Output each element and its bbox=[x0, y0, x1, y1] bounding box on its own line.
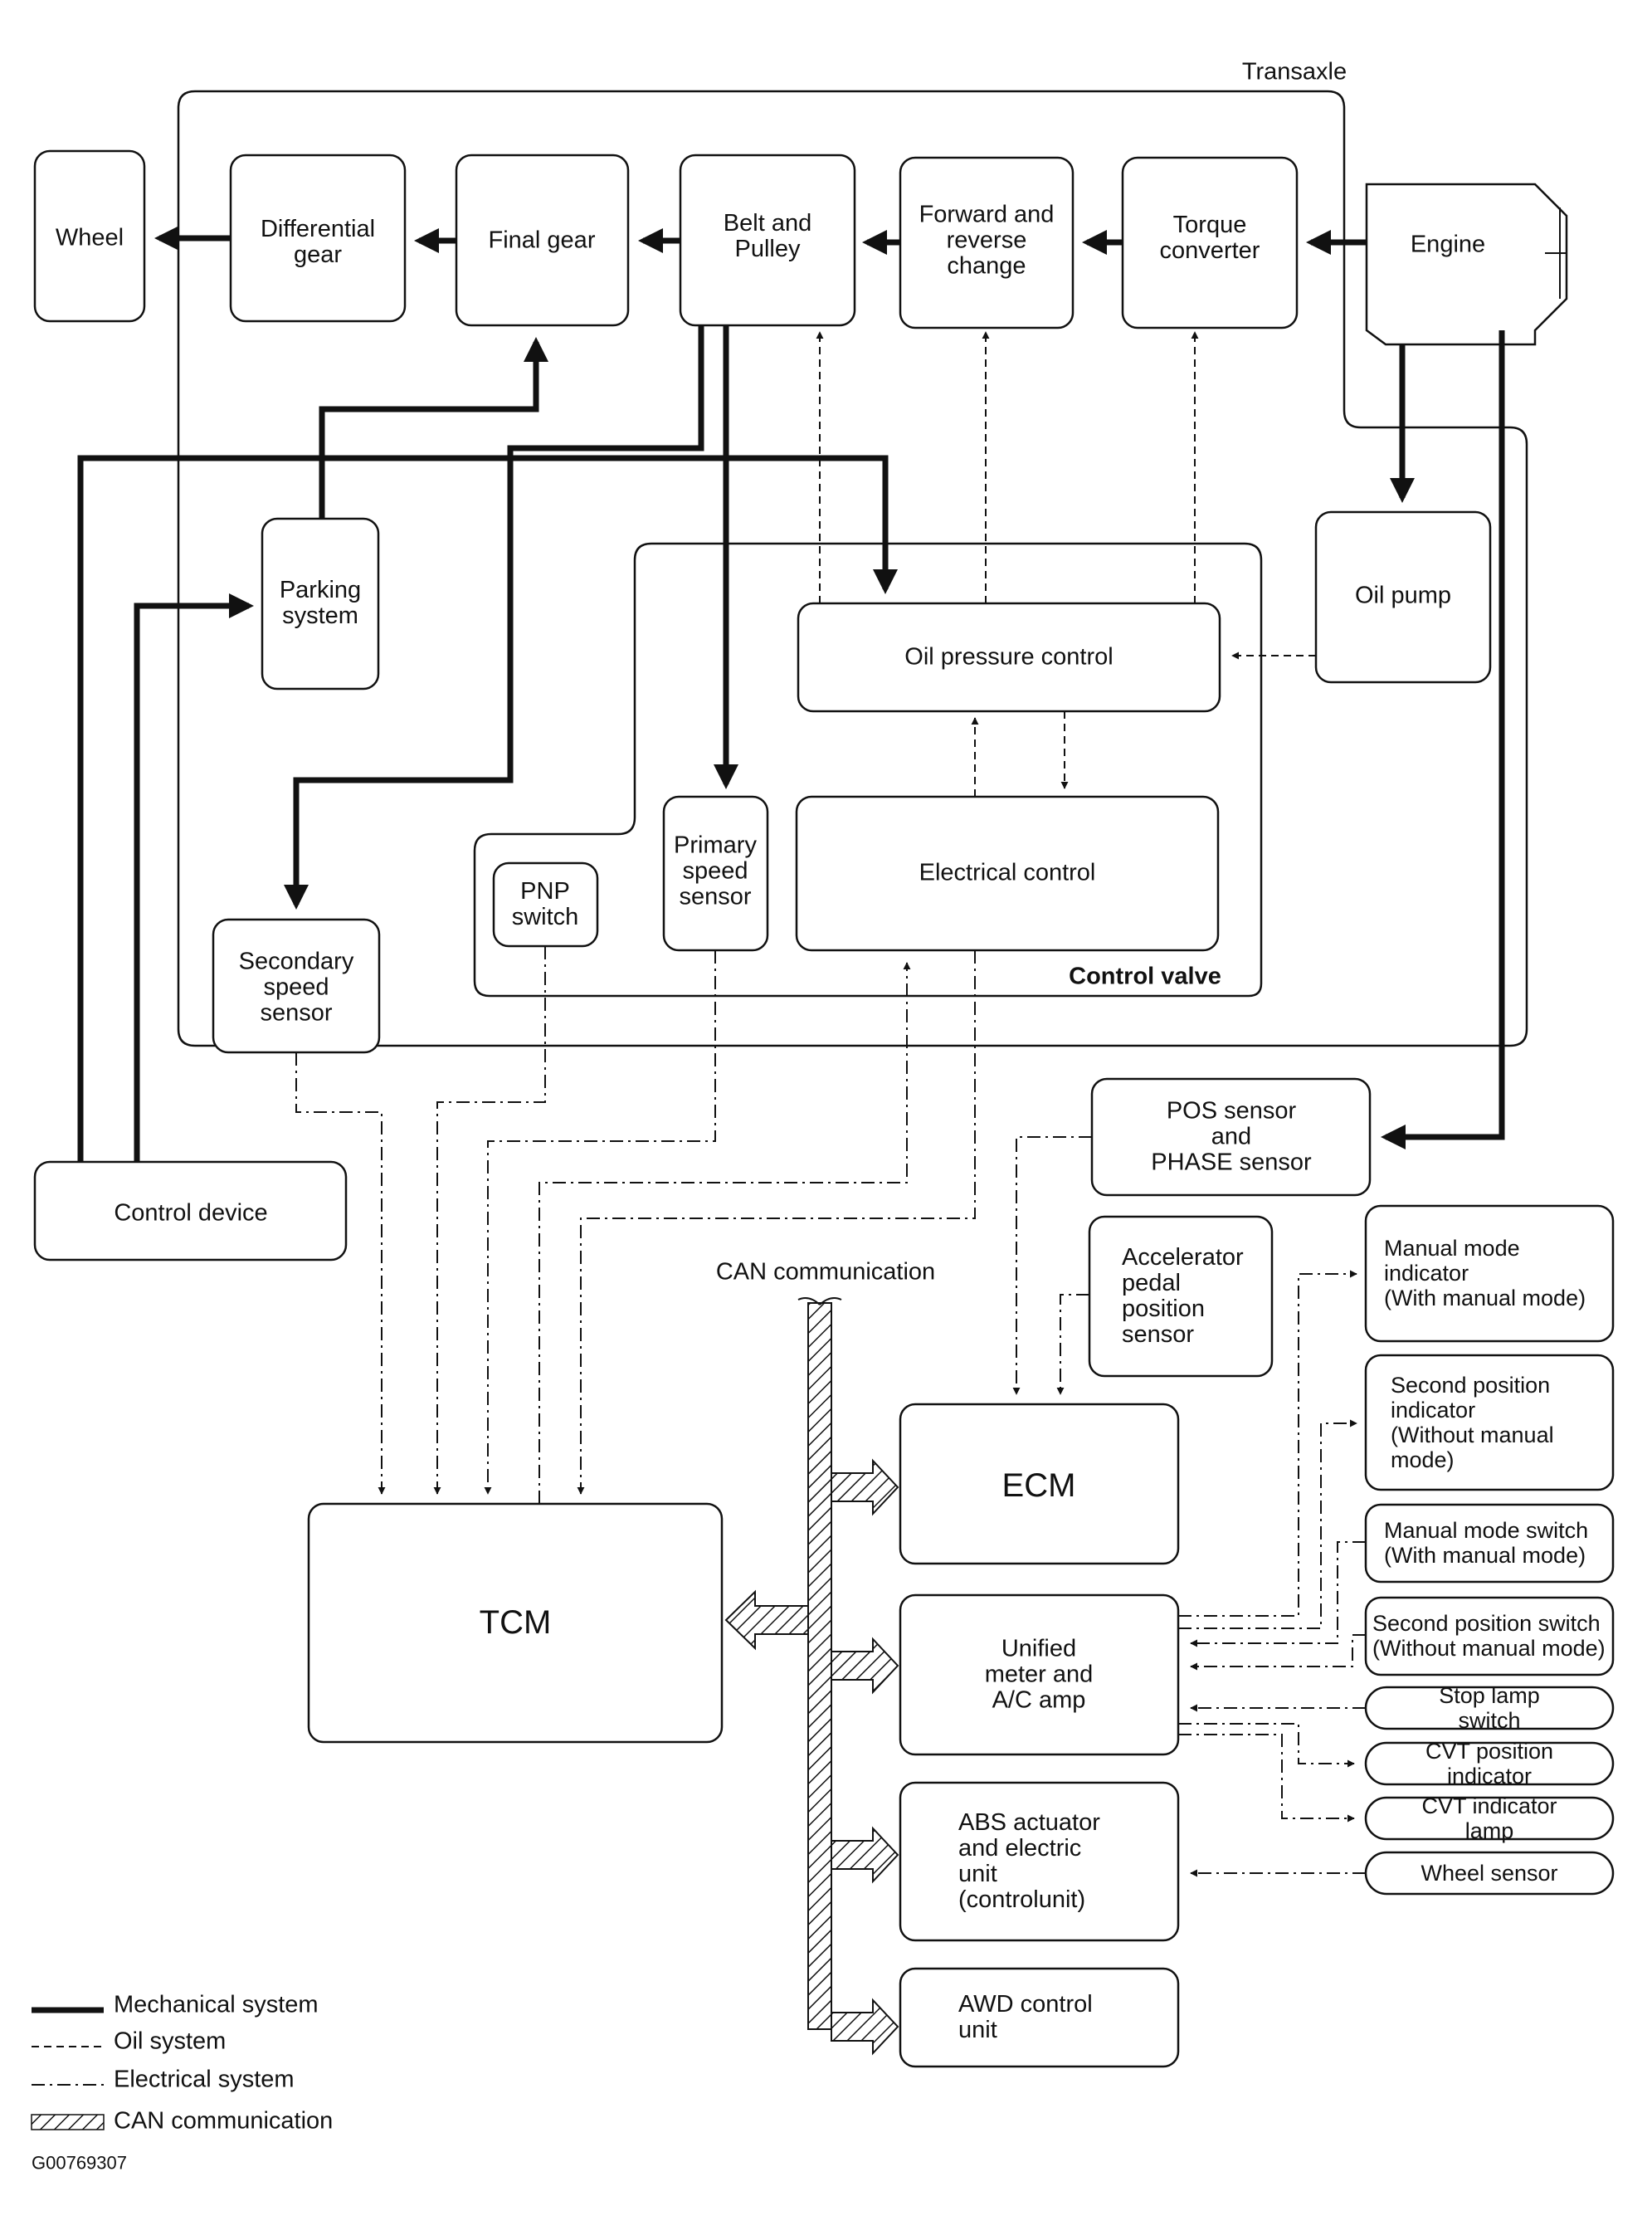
accelerator-sensor-box bbox=[1088, 1215, 1274, 1378]
tcm-box bbox=[307, 1502, 724, 1744]
cvt-position-indicator-label: CVT position indicator bbox=[1425, 1739, 1554, 1788]
transaxle-label: Transaxle bbox=[1241, 58, 1347, 85]
elec-secondary-tcm bbox=[295, 1052, 386, 1495]
control-device-label: Control device bbox=[114, 1199, 268, 1227]
mech-belt-secondary bbox=[284, 325, 704, 910]
figure-code: G00769307 bbox=[32, 2152, 127, 2174]
stop-lamp-switch-label: Stop lamp switch bbox=[1439, 1683, 1540, 1733]
final-gear-label: Final gear bbox=[488, 227, 596, 254]
ecm-label: ECM bbox=[1001, 1467, 1076, 1504]
wheel-sensor-label: Wheel sensor bbox=[1421, 1861, 1558, 1886]
ecm-box bbox=[899, 1403, 1180, 1565]
secondary-speed-sensor-label: Secondary speed sensor bbox=[238, 948, 354, 1027]
accelerator-sensor-label: Accelerator pedal position sensor bbox=[1122, 1244, 1244, 1348]
abs-actuator-box bbox=[899, 1781, 1180, 1942]
awd-control-unit-box bbox=[899, 1967, 1180, 2068]
elec-meter-cvt-pos bbox=[1178, 1723, 1355, 1768]
oil-pressure-control-label: Oil pressure control bbox=[904, 643, 1114, 671]
legend-mechanical-label: Mechanical system bbox=[114, 1991, 319, 2018]
wheel-box bbox=[33, 149, 146, 323]
wheel-label: Wheel bbox=[55, 224, 124, 251]
mech-control-parking bbox=[134, 593, 254, 1162]
can-arrow-meter bbox=[831, 1637, 899, 1695]
cvt-indicator-lamp-label: CVT indicator lamp bbox=[1421, 1793, 1557, 1843]
manual-mode-switch-box bbox=[1364, 1503, 1615, 1584]
mech-control-oilpressure bbox=[77, 455, 898, 1162]
elec-pnp-tcm bbox=[433, 946, 546, 1495]
can-communication-label: CAN communication bbox=[715, 1258, 936, 1286]
manual-mode-indicator-box bbox=[1364, 1204, 1615, 1343]
primary-speed-sensor-label: Primary speed sensor bbox=[674, 832, 757, 910]
can-bus bbox=[724, 1297, 899, 2056]
engine-box bbox=[1365, 183, 1568, 346]
elec-meter-second-ind bbox=[1178, 1419, 1357, 1629]
elec-tcm-electrical bbox=[538, 962, 911, 1504]
elec-second-switch-meter bbox=[1190, 1634, 1366, 1671]
elec-meter-manual-ind bbox=[1178, 1270, 1357, 1617]
awd-control-unit-label: AWD control unit bbox=[958, 1991, 1093, 2043]
electrical-control-box bbox=[795, 795, 1220, 952]
engine-label: Engine bbox=[1410, 231, 1486, 258]
transaxle-boundary bbox=[177, 90, 1528, 1047]
legend-electrical-label: Electrical system bbox=[114, 2066, 295, 2093]
can-arrow-tcm bbox=[724, 1589, 809, 1651]
elec-electrical-tcm bbox=[577, 950, 976, 1495]
tcm-label: TCM bbox=[479, 1604, 552, 1641]
torque-converter-label: Torque converter bbox=[1159, 212, 1260, 264]
pos-sensor-label: POS sensor and PHASE sensor bbox=[1151, 1097, 1312, 1176]
second-position-switch-box bbox=[1364, 1596, 1615, 1676]
control-valve-boundary bbox=[473, 542, 1263, 998]
control-device-box bbox=[33, 1160, 348, 1261]
second-position-indicator-box bbox=[1364, 1354, 1615, 1491]
can-arrow-ecm bbox=[831, 1458, 899, 1516]
abs-actuator-label: ABS actuator and electric unit (controlu… bbox=[958, 1809, 1100, 1913]
elec-pos-ecm bbox=[1012, 1136, 1092, 1395]
oil-pump-box bbox=[1314, 510, 1492, 684]
oil-pump-label: Oil pump bbox=[1354, 582, 1452, 609]
cvt-position-indicator-box bbox=[1364, 1741, 1615, 1786]
mech-parking-final bbox=[319, 337, 548, 519]
can-arrow-awd bbox=[831, 1998, 899, 2056]
mech-engine-pos bbox=[1381, 330, 1505, 1149]
pnp-switch-label: PNP switch bbox=[511, 878, 579, 930]
unified-meter-label: Unified meter and A/C amp bbox=[984, 1635, 1094, 1714]
elec-accel-ecm bbox=[1056, 1294, 1089, 1395]
elec-primary-tcm bbox=[484, 950, 716, 1495]
legend-can-swatch bbox=[31, 2114, 105, 2130]
cvt-indicator-lamp-box bbox=[1364, 1796, 1615, 1841]
second-position-indicator-label: Second position indicator (Without manua… bbox=[1391, 1373, 1554, 1472]
elec-manual-switch-meter bbox=[1190, 1541, 1366, 1647]
can-arrow-abs bbox=[831, 1826, 899, 1884]
legend-oil-label: Oil system bbox=[114, 2028, 227, 2055]
parking-system-label: Parking system bbox=[279, 577, 362, 629]
legend bbox=[31, 2007, 105, 2130]
elec-meter-cvt-lamp bbox=[1178, 1734, 1355, 1823]
forward-reverse-label: Forward and reverse change bbox=[919, 201, 1055, 280]
legend-can-label: CAN communication bbox=[114, 2107, 334, 2135]
manual-mode-switch-label: Manual mode switch (With manual mode) bbox=[1384, 1518, 1589, 1568]
oil-pressure-control-box bbox=[797, 602, 1221, 713]
electrical-control-label: Electrical control bbox=[919, 859, 1096, 886]
belt-pulley-label: Belt and Pulley bbox=[723, 210, 812, 262]
second-position-switch-label: Second position switch (Without manual m… bbox=[1372, 1611, 1606, 1661]
control-valve-label: Control valve bbox=[1069, 963, 1221, 990]
unified-meter-box bbox=[899, 1593, 1180, 1756]
differential-gear-label: Differential gear bbox=[260, 216, 376, 268]
manual-mode-indicator-label: Manual mode indicator (With manual mode) bbox=[1384, 1236, 1586, 1310]
